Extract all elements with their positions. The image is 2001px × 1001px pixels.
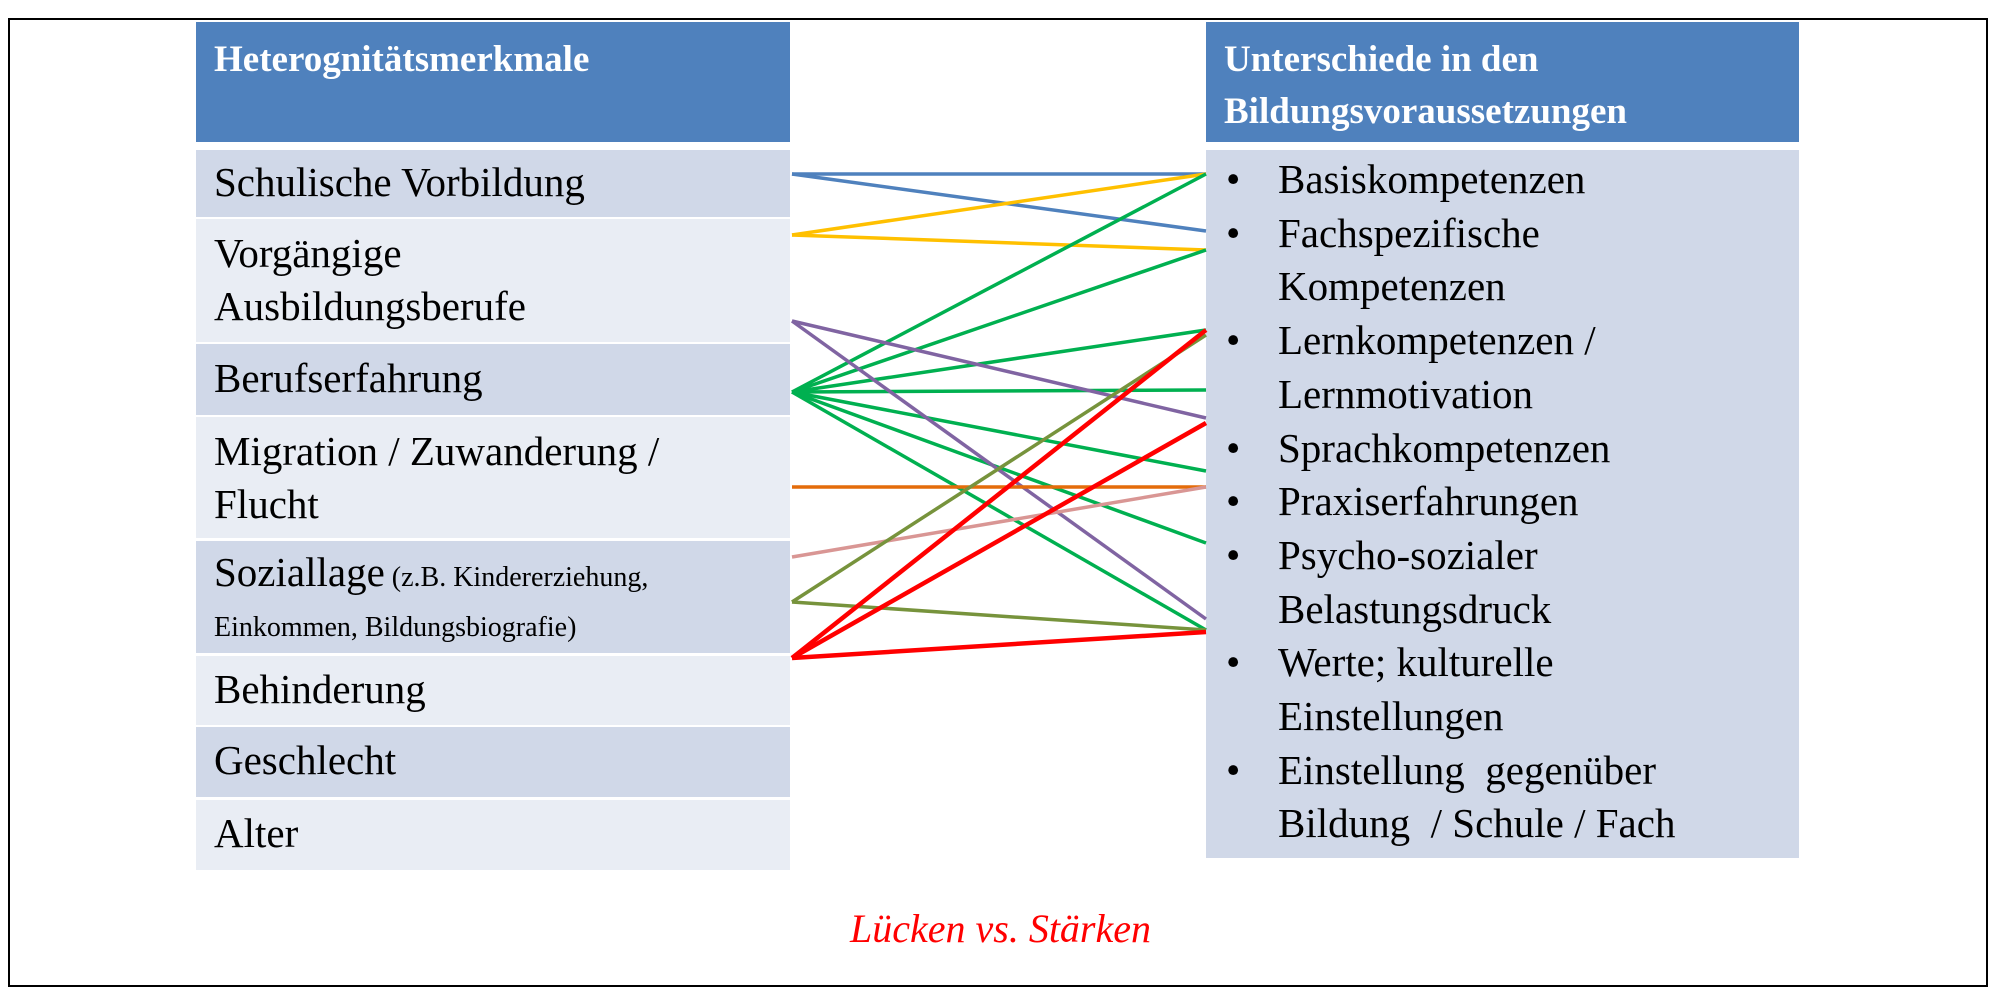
connection-line bbox=[791, 172, 1207, 237]
right-column-header: Unterschiede in den Bildungsvoraussetzun… bbox=[1206, 22, 1799, 142]
right-item-text: Kompetenzen bbox=[1278, 263, 1506, 310]
right-item: • Lernkompetenzen / Lernmotivation bbox=[1226, 314, 1786, 421]
right-header-line: Bildungsvoraussetzungen bbox=[1224, 91, 1627, 132]
bullet-icon: • bbox=[1226, 156, 1241, 202]
connection-line bbox=[790, 328, 1208, 660]
connection-line bbox=[791, 172, 1207, 233]
left-item-behinderung: Behinderung bbox=[196, 656, 790, 725]
connection-line bbox=[791, 600, 1207, 632]
right-item-text: Werte; kulturelle bbox=[1278, 639, 1554, 686]
slide-frame bbox=[8, 18, 1988, 987]
connection-line bbox=[790, 421, 1208, 660]
bullet-icon: • bbox=[1226, 531, 1241, 578]
bullet-icon: • bbox=[1226, 424, 1241, 471]
connection-line bbox=[791, 328, 1207, 394]
right-item-text: Lernkompetenzen / bbox=[1278, 317, 1596, 364]
right-item-text: Einstellungen bbox=[1278, 692, 1504, 739]
left-item-alter: Alter bbox=[196, 800, 790, 870]
right-item-text: Sprachkompetenzen bbox=[1278, 424, 1611, 471]
caption: Lücken vs. Stärken bbox=[849, 906, 1151, 951]
left-header-text: Heterognitätsmerkmale bbox=[214, 39, 590, 80]
left-item-schulische-vorbildung: Schulische Vorbildung bbox=[196, 150, 790, 217]
left-item-migration: Migration / Zuwanderung /Flucht bbox=[196, 417, 790, 538]
bullet-icon: • bbox=[1226, 746, 1241, 793]
bullet-icon: • bbox=[1226, 478, 1241, 525]
right-item-text: Lernmotivation bbox=[1278, 370, 1534, 417]
bullet-icon: • bbox=[1226, 209, 1241, 256]
right-item: • Basiskompetenzen bbox=[1226, 153, 1786, 207]
right-item: • Praxiserfahrungen bbox=[1226, 475, 1786, 529]
right-item-text: Belastungsdruck bbox=[1278, 585, 1552, 632]
connection-line bbox=[791, 248, 1207, 394]
right-header-line: Unterschiede in den bbox=[1224, 39, 1539, 80]
left-item-geschlecht: Geschlecht bbox=[196, 727, 790, 797]
connection-line bbox=[791, 390, 1207, 632]
right-item-text: Psycho-sozialer bbox=[1278, 531, 1538, 578]
connection-line bbox=[791, 233, 1207, 252]
right-item-text: Praxiserfahrungen bbox=[1278, 478, 1579, 525]
left-item-soziallage: Soziallage (z.B. Kindererziehung,Einkomm… bbox=[196, 541, 790, 653]
left-item-berufserfahrung: Berufserfahrung bbox=[196, 344, 790, 415]
connection-line bbox=[791, 485, 1207, 559]
right-item: • Sprachkompetenzen bbox=[1226, 422, 1786, 476]
right-item-text: Fachspezifische bbox=[1278, 209, 1540, 256]
connection-line bbox=[791, 333, 1207, 604]
left-column-header: Heterognitätsmerkmale bbox=[196, 22, 790, 142]
connection-line bbox=[791, 172, 1207, 394]
connection-line bbox=[791, 629, 1207, 661]
right-column-body bbox=[1206, 150, 1799, 858]
connection-line bbox=[791, 388, 1207, 394]
right-item-text: Basiskompetenzen bbox=[1278, 156, 1586, 202]
connection-line bbox=[791, 319, 1207, 420]
connection-line bbox=[791, 390, 1207, 473]
right-item-text: Bildung / Schule / Fach bbox=[1278, 800, 1676, 847]
bullet-icon: • bbox=[1226, 317, 1241, 364]
bullet-icon: • bbox=[1226, 639, 1241, 686]
right-item-text: Einstellung gegenüber bbox=[1278, 746, 1657, 793]
